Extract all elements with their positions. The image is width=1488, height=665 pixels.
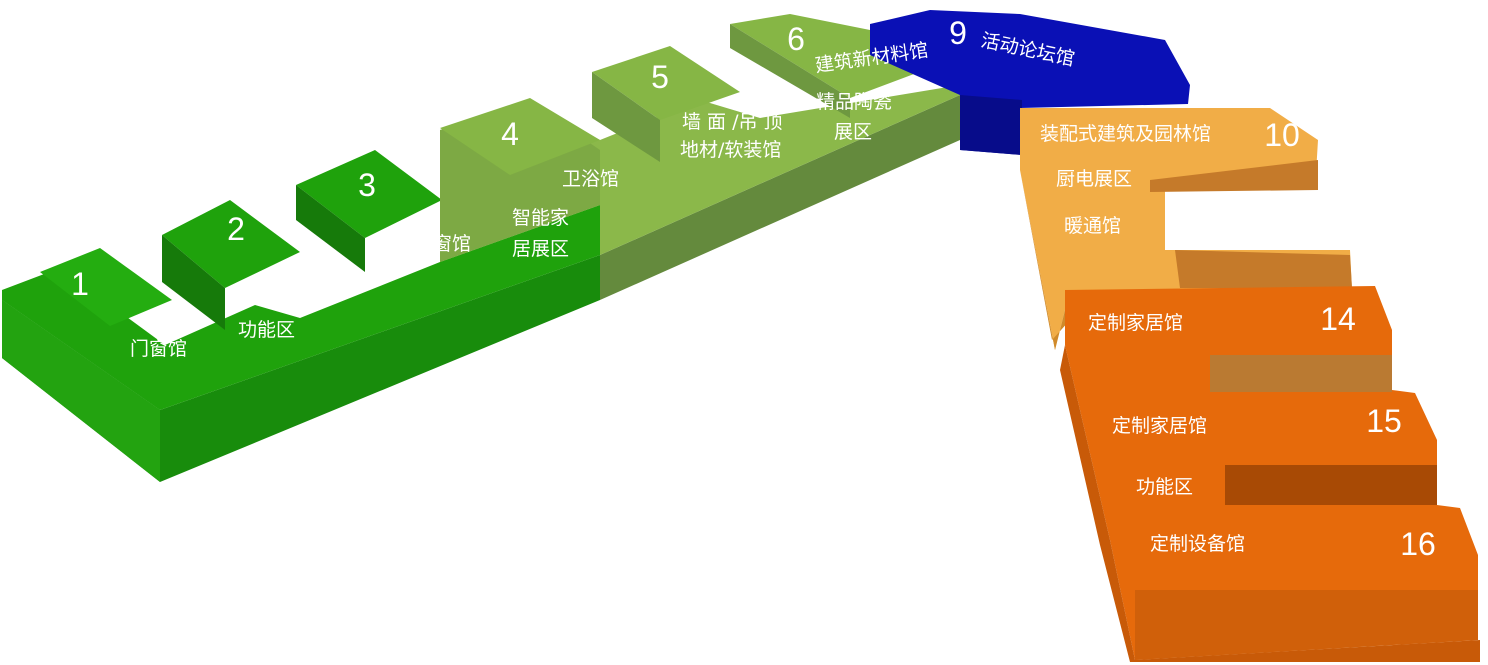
hall-label: 门窗馆 xyxy=(414,233,471,255)
hall-3[interactable]: 3 门窗馆 xyxy=(358,167,471,255)
hall-number: 3 xyxy=(358,167,376,203)
hall-number: 11 xyxy=(1287,201,1320,237)
hall-label: 厨电展区 xyxy=(1056,168,1132,190)
hall-number: 4 xyxy=(501,116,519,152)
hall-label: 定制家居馆 xyxy=(1088,312,1183,334)
hall-label: 智能家 xyxy=(512,207,569,229)
hall-5[interactable]: 5 墙 面 /吊 顶地材/软装馆 xyxy=(651,59,782,161)
hall-label: 功能区 xyxy=(238,319,295,341)
zone-blue xyxy=(870,10,1190,155)
hall-label: 装配式建筑及园林馆 xyxy=(1040,123,1211,145)
hall-label: 定制设备馆 xyxy=(1150,533,1245,555)
hall-number: 9 xyxy=(949,15,967,51)
hall-14[interactable]: 14 定制家居馆 xyxy=(1088,301,1356,337)
hall-label: 功能区 xyxy=(1136,476,1193,498)
hall-number: 6 xyxy=(787,21,805,57)
hall-label: 精品陶瓷 xyxy=(816,91,892,113)
hall-number: 2 xyxy=(227,211,245,247)
hall-number: 15 xyxy=(1366,403,1402,439)
hall-label: 地材/软装馆 xyxy=(680,139,781,161)
zone-light-green xyxy=(440,14,960,300)
hall-number: 14 xyxy=(1320,301,1356,337)
hall-number: 1 xyxy=(71,266,89,302)
hall-label: 暖通馆 xyxy=(1064,215,1121,237)
hall-number: 16 xyxy=(1400,526,1436,562)
hall-label: 居展区 xyxy=(512,238,569,260)
hall-number: 10 xyxy=(1264,117,1300,153)
hall-label: 墙 面 /吊 顶 xyxy=(682,111,783,133)
zone-dark-green xyxy=(2,150,600,482)
hall-2[interactable]: 2 功能区 门窗馆 xyxy=(227,211,349,341)
hall-label: 卫浴馆 xyxy=(562,168,619,190)
hall-number: 5 xyxy=(651,59,669,95)
hall-label: 门窗馆 xyxy=(130,338,187,360)
hall-1[interactable]: 1 门窗馆 xyxy=(71,266,187,360)
hall-11[interactable]: 11 暖通馆 xyxy=(1064,201,1321,237)
hall-label: 门窗馆 xyxy=(292,278,349,300)
hall-label: 展区 xyxy=(834,121,872,143)
hall-16[interactable]: 16 定制设备馆 xyxy=(1150,526,1436,562)
hall-label: 定制家居馆 xyxy=(1112,415,1207,437)
zone-orange xyxy=(1060,286,1480,662)
